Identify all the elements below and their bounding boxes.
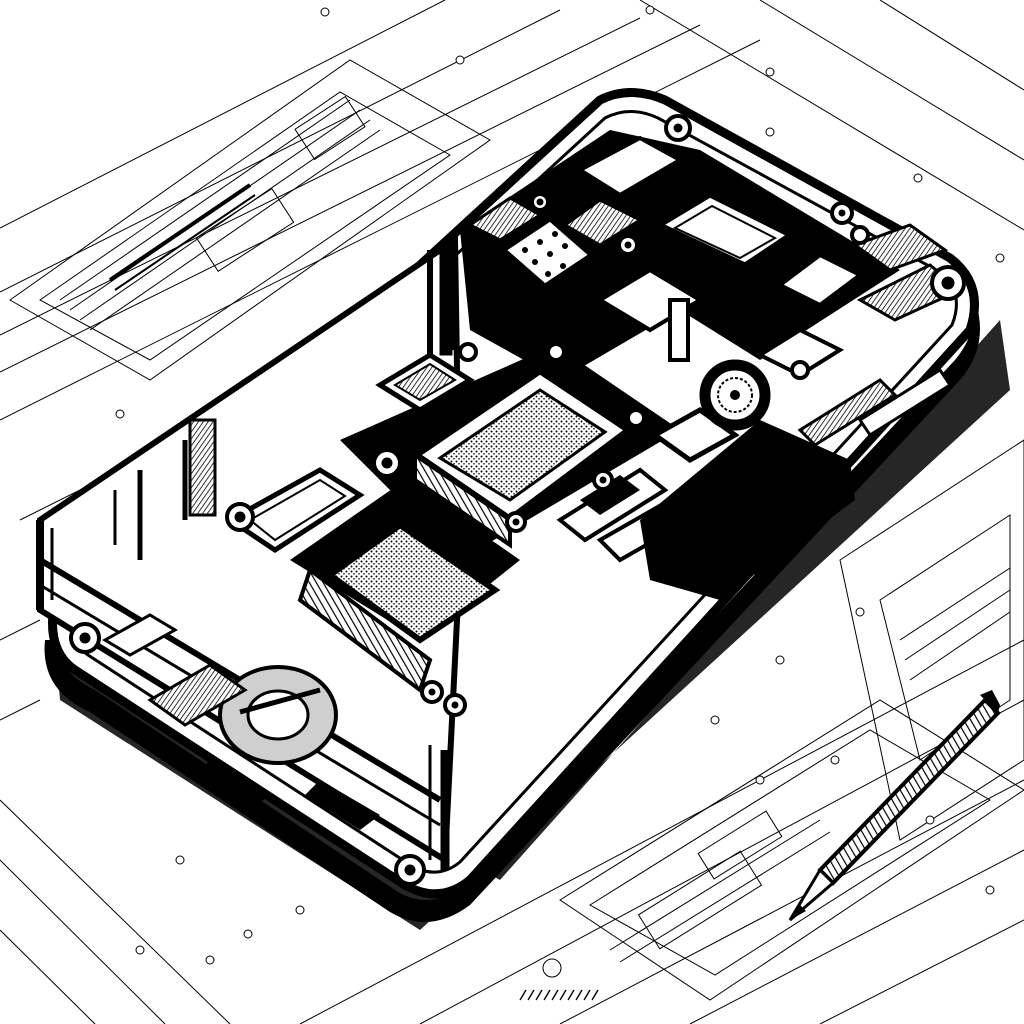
internal-frame <box>36 234 464 870</box>
pencil-cap <box>980 690 1000 713</box>
right-compartment <box>640 327 953 600</box>
pencil <box>788 690 1001 922</box>
upper-compartment <box>460 130 963 380</box>
pencil-body <box>817 697 1001 886</box>
main-bay <box>225 345 740 694</box>
screws <box>69 114 966 886</box>
heatsink-lower <box>324 521 501 644</box>
lower-left-assembly <box>102 613 380 830</box>
